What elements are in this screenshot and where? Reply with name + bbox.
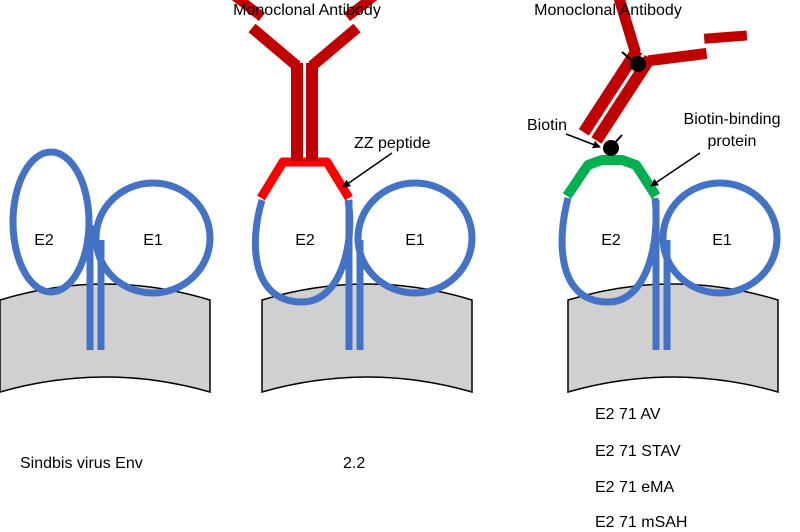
zz-peptide xyxy=(257,157,353,201)
biotin-dot xyxy=(603,140,619,156)
variant-list: E2 71 AV E2 71 STAV E2 71 eMA E2 71 mSAH xyxy=(595,406,687,531)
antibody-arm-left xyxy=(613,0,641,55)
antibody-stem-right xyxy=(591,55,655,144)
variant-item: E2 71 AV xyxy=(595,406,661,423)
biotin-dot xyxy=(630,56,646,72)
e2-label: E2 xyxy=(295,232,315,249)
e1-protein xyxy=(659,179,781,350)
e2-label: E2 xyxy=(34,232,54,249)
variant-item: E2 71 mSAH xyxy=(595,514,687,531)
membrane xyxy=(0,283,211,393)
e1-label: E1 xyxy=(143,232,163,249)
e2-protein xyxy=(558,197,660,350)
e1-label: E1 xyxy=(712,232,732,249)
antibody-arm-right xyxy=(308,23,361,71)
biotin-tag-upper xyxy=(621,51,646,72)
panel-caption: Sindbis virus Env xyxy=(20,455,143,472)
antibody-stem-right xyxy=(306,63,318,161)
variant-item: E2 71 STAV xyxy=(595,443,681,460)
monoclonal-antibody xyxy=(231,0,378,161)
e1-loop xyxy=(92,179,214,297)
biotin-arrow xyxy=(565,133,601,149)
e1-label: E1 xyxy=(405,232,425,249)
panel-wild-type: E2 E1 Sindbis virus Env xyxy=(0,148,214,472)
e1-loop xyxy=(659,179,781,297)
biotin-binding-label-line2: protein xyxy=(708,133,757,150)
antibody-arm-left-outer xyxy=(231,0,266,21)
panel-biotin: Monoclonal Antibody Biotin Biotin-bindin… xyxy=(527,0,781,531)
e1-protein xyxy=(92,179,214,350)
biotin-label: Biotin xyxy=(527,117,567,134)
antibody-label: Monoclonal Antibody xyxy=(534,2,682,19)
e2-protein xyxy=(9,148,94,350)
variant-item: E2 71 eMA xyxy=(595,479,674,496)
biotin-binding-protein xyxy=(562,155,661,199)
biotin-binding-label-line1: Biotin-binding xyxy=(684,111,781,128)
biotin-binding-arrow xyxy=(650,152,701,187)
antibody-arm-left xyxy=(248,23,301,71)
e1-protein xyxy=(354,179,476,350)
biotin-tag-lower xyxy=(603,134,623,156)
antibody-label: Monoclonal Antibody xyxy=(233,2,381,19)
antibody-stem-left xyxy=(291,63,303,161)
antibody-stem-left xyxy=(578,46,643,136)
zz-peptide-label: ZZ peptide xyxy=(354,135,431,152)
antibody-arm-right-outer xyxy=(343,0,378,21)
antibody-arm-right-outer xyxy=(703,30,748,44)
e2-protein xyxy=(251,198,354,350)
panel-caption: 2.2 xyxy=(343,455,365,472)
antibody-arm-right xyxy=(647,48,708,67)
monoclonal-antibody xyxy=(578,0,748,144)
e2-label: E2 xyxy=(601,232,621,249)
e2-loop xyxy=(9,148,93,296)
e2-loop xyxy=(251,198,354,306)
zz-peptide-arrow xyxy=(342,152,393,188)
panel-zz: Monoclonal Antibody ZZ peptide E2 E1 2.2 xyxy=(231,0,476,472)
e1-loop xyxy=(354,179,476,297)
